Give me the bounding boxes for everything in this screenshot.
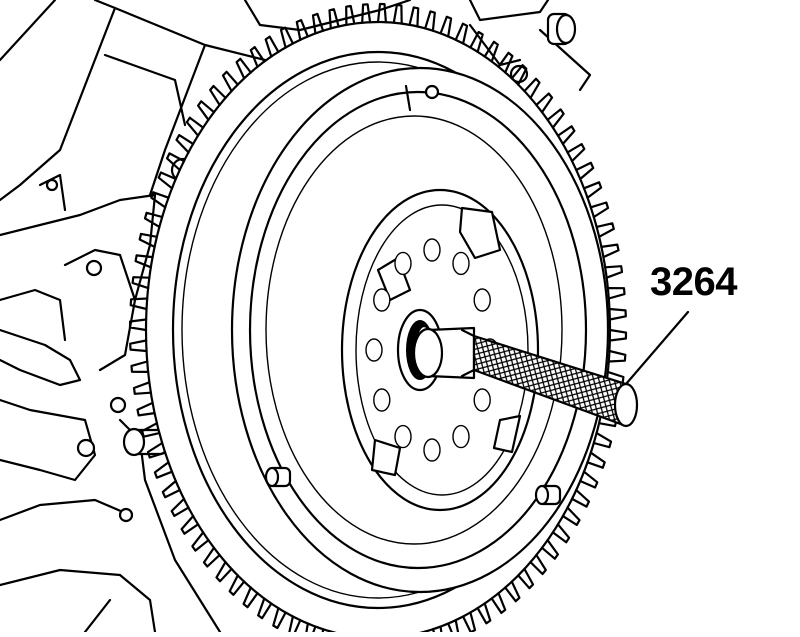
hub-hole: [473, 388, 491, 412]
hub-hole: [423, 438, 441, 462]
flywheel-dowel-hole: [424, 84, 440, 100]
hub-hole: [423, 238, 441, 262]
hub-window: [370, 438, 402, 477]
tool-number-label: 3264: [650, 260, 737, 304]
hub-holes: [365, 238, 499, 462]
flywheel-bolt-right: [534, 484, 562, 506]
hub-hole: [452, 424, 470, 449]
dowel-stud-top: [546, 12, 577, 46]
hub-window: [492, 414, 522, 454]
hub-hole: [473, 288, 491, 312]
puller-tool: [412, 326, 639, 428]
callout-leader-line: [624, 310, 690, 386]
hub-hole: [365, 338, 383, 362]
hub-hole: [373, 388, 391, 412]
hub-hole: [394, 251, 412, 276]
hub-window: [458, 206, 502, 260]
hub-hole: [452, 251, 470, 276]
hub-hole: [373, 288, 391, 312]
hub-hole: [394, 424, 412, 449]
flywheel-bolt-left: [264, 466, 292, 488]
